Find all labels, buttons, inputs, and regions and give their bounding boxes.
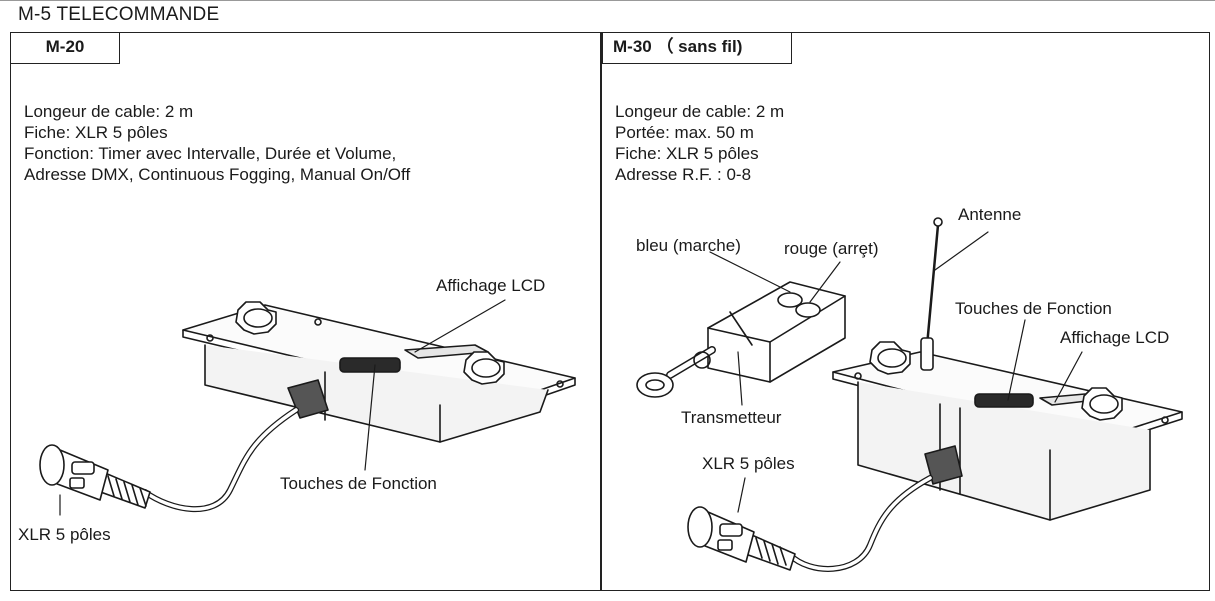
m20-xlr-plug xyxy=(39,444,151,509)
spec-line: Portée: max. 50 m xyxy=(615,123,754,142)
m30-xlr-label: XLR 5 pôles xyxy=(702,454,795,473)
top-rule xyxy=(0,0,1215,1)
spec-line: Fiche: XLR 5 pôles xyxy=(615,144,759,163)
m30-transmitter-illustration xyxy=(636,251,846,406)
m20-xlr-label: XLR 5 pôles xyxy=(18,525,111,544)
m20-right-knob xyxy=(463,351,505,385)
m30-xlr-plug xyxy=(687,506,796,571)
m30-transmitter-label: Transmetteur xyxy=(681,408,782,427)
spec-line: Adresse DMX, Continuous Fogging, Manual … xyxy=(24,165,411,184)
m30-blue-button-label: bleu (marche) xyxy=(636,236,741,255)
m20-function-keys-label: Touches de Fonction xyxy=(280,474,437,493)
m30-function-keys-label: Touches de Fonction xyxy=(955,299,1112,318)
m20-controller-illustration xyxy=(39,299,576,516)
m30-right-knob xyxy=(1081,387,1123,421)
m30-receiver-illustration xyxy=(687,217,1183,572)
m30-specs: Longeur de cable: 2 m Portée: max. 50 m … xyxy=(615,101,784,185)
panel-divider xyxy=(600,32,602,591)
spec-line: Fonction: Timer avec Intervalle, Durée e… xyxy=(24,144,397,163)
spec-line: Longeur de cable: 2 m xyxy=(615,102,785,121)
m20-left-knob xyxy=(235,301,277,335)
spec-line: Longeur de cable: 2 m xyxy=(24,102,194,121)
m30-red-button-label: rouge (arrȩt) xyxy=(784,239,879,258)
spec-line: Fiche: XLR 5 pôles xyxy=(24,123,168,142)
m30-left-knob xyxy=(869,341,911,375)
m30-antenna-label: Antenne xyxy=(958,205,1022,224)
tab-m30: M-30 （ sans fil) xyxy=(602,32,792,64)
section-title: M-5 TELECOMMANDE xyxy=(18,4,220,25)
m30-lcd-label: Affichage LCD xyxy=(1060,328,1170,347)
m20-lcd-label: Affichage LCD xyxy=(436,276,546,295)
tab-m20: M-20 xyxy=(10,32,120,64)
m20-specs: Longeur de cable: 2 m Fiche: XLR 5 pôles… xyxy=(24,101,410,185)
spec-line: Adresse R.F. : 0-8 xyxy=(615,165,752,184)
